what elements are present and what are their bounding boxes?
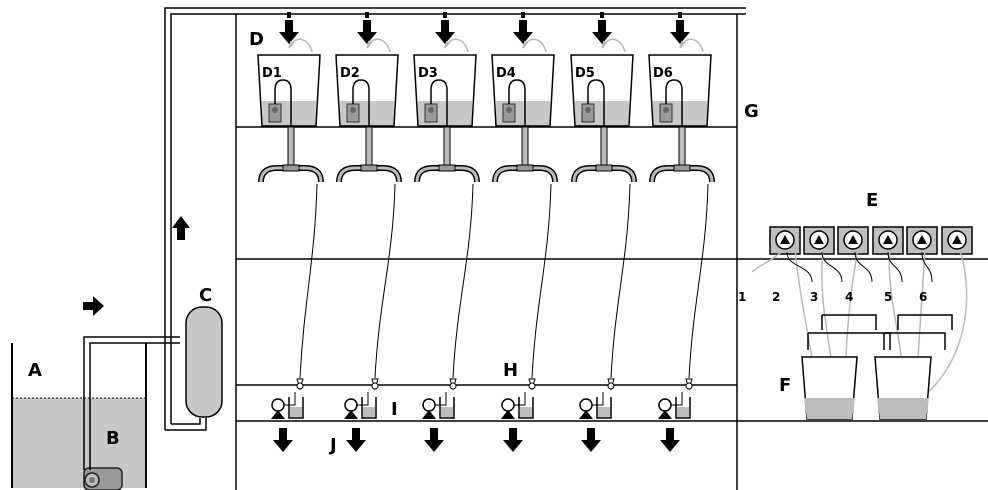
pump-output-tubes (786, 251, 933, 283)
valve-icon (607, 378, 615, 391)
label-b: B (106, 428, 120, 449)
label-e: E (866, 190, 878, 211)
sample-pump (501, 392, 534, 419)
valve-icon (528, 378, 536, 391)
collection-tubes (751, 249, 968, 396)
inlet-nozzle (600, 12, 604, 18)
peristaltic-pump-icon (837, 226, 869, 255)
cup-label: D3 (418, 66, 438, 81)
drip-line (299, 183, 318, 379)
cup-label: D1 (262, 66, 282, 81)
valve-icon (371, 378, 379, 391)
spray-manifold (649, 126, 715, 183)
arrow-down-icon (592, 20, 612, 44)
port-number: 4 (845, 290, 853, 304)
reservoir-a (11, 343, 147, 488)
label-d: D (249, 29, 264, 50)
sample-pump (271, 392, 304, 419)
arrow-down-icon (273, 428, 293, 452)
spray-manifold (414, 126, 480, 183)
spray-manifold (571, 126, 637, 183)
port-number: 3 (810, 290, 818, 304)
label-i: I (391, 399, 398, 420)
cup-1: D1 (257, 38, 321, 127)
inlet-nozzle (365, 12, 369, 18)
cup-5: D5 (570, 38, 634, 127)
arrow-down-icon (357, 20, 377, 44)
pump-b (83, 467, 123, 490)
sample-pump (344, 392, 377, 419)
arrow-down-icon (581, 428, 601, 452)
collection-vessels-f (801, 314, 953, 420)
cup-3: D3 (413, 38, 477, 127)
cup-4: D4 (491, 38, 555, 127)
sample-pump (422, 392, 455, 419)
pressure-vessel-c (185, 306, 223, 418)
port-number: 1 (738, 290, 746, 304)
arrow-right-icon (83, 296, 104, 316)
valve-icon (296, 378, 304, 391)
port-number: 5 (884, 290, 892, 304)
inlet-nozzle (678, 12, 682, 18)
arrow-up-icon (172, 216, 190, 240)
drip-line (688, 183, 709, 379)
spray-manifold (258, 126, 324, 183)
sample-pump (658, 392, 691, 419)
peristaltic-pump-icon (872, 226, 904, 255)
label-g: G (744, 101, 759, 122)
peristaltic-pump-icon (769, 226, 801, 255)
drip-line (374, 183, 396, 379)
port-number: 2 (772, 290, 780, 304)
drip-line (610, 183, 631, 379)
main-riser-pipe (164, 7, 746, 431)
frame-g (235, 14, 988, 490)
arrow-down-icon (346, 428, 366, 452)
label-a: A (28, 360, 42, 381)
valve-icon (449, 378, 457, 391)
peristaltic-pump-icon (906, 226, 938, 255)
supply-pipe (83, 336, 180, 470)
inlet-nozzle (287, 12, 291, 18)
cup-2: D2 (335, 38, 399, 127)
peristaltic-pump-icon (803, 226, 835, 255)
arrow-down-icon (660, 428, 680, 452)
arrow-down-icon (513, 20, 533, 44)
sample-pump (579, 392, 612, 419)
cup-label: D2 (340, 66, 360, 81)
arrow-down-icon (279, 20, 299, 44)
arrow-down-icon (435, 20, 455, 44)
cup-label: D6 (653, 66, 673, 81)
drip-line (452, 183, 474, 379)
cup-label: D5 (575, 66, 595, 81)
label-c: C (199, 285, 212, 306)
spray-manifold (492, 126, 558, 183)
cup-6: D6 (648, 38, 712, 127)
spray-manifold (336, 126, 402, 183)
inlet-nozzle (521, 12, 525, 18)
inlet-nozzle (443, 12, 447, 18)
valve-icon (685, 378, 693, 391)
cup-label: D4 (496, 66, 516, 81)
label-f: F (779, 375, 791, 396)
label-h: H (503, 360, 518, 381)
port-number: 6 (919, 290, 927, 304)
arrow-down-icon (424, 428, 444, 452)
drip-line (531, 183, 552, 379)
label-j: J (328, 435, 337, 456)
arrow-down-icon (670, 20, 690, 44)
arrow-down-icon (503, 428, 523, 452)
peristaltic-pump-icon (941, 226, 973, 255)
